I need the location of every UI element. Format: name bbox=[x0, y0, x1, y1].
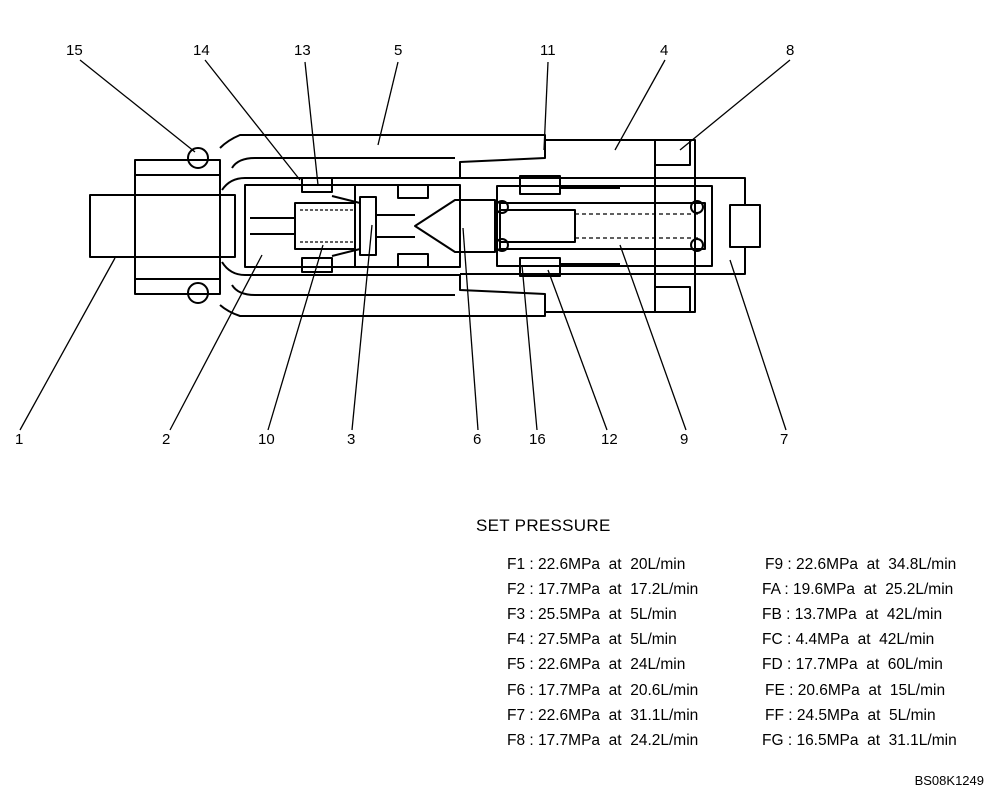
main-body bbox=[545, 139, 691, 166]
spring-housing bbox=[496, 185, 713, 267]
valve-body bbox=[89, 134, 761, 317]
poppet bbox=[414, 199, 496, 253]
pressure-row: FF : 24.5MPa at 5L/min bbox=[765, 707, 936, 724]
callout-5: 5 bbox=[394, 42, 402, 59]
callout-13: 13 bbox=[294, 42, 311, 59]
relief-valve-cross-section: 15 14 13 5 11 4 8 1 2 10 3 6 16 12 9 7 bbox=[15, 42, 794, 448]
outer-sleeve bbox=[219, 134, 546, 191]
pressure-row: FD : 17.7MPa at 60L/min bbox=[762, 656, 943, 673]
pressure-row: F4 : 27.5MPa at 5L/min bbox=[507, 631, 677, 648]
pressure-row: F5 : 22.6MPa at 24L/min bbox=[507, 656, 686, 673]
fitting-stem bbox=[89, 194, 236, 258]
callout-8: 8 bbox=[786, 42, 794, 59]
pressure-row: F2 : 17.7MPa at 17.2L/min bbox=[507, 581, 699, 598]
pressure-row: FG : 16.5MPa at 31.1L/min bbox=[762, 732, 957, 749]
pressure-row: F7 : 22.6MPa at 31.1L/min bbox=[507, 707, 699, 724]
callout-6: 6 bbox=[473, 431, 481, 448]
callout-labels: 15 14 13 5 11 4 8 1 2 10 3 6 16 12 9 7 bbox=[15, 42, 794, 448]
callout-9: 9 bbox=[680, 431, 688, 448]
pressure-row: F1 : 22.6MPa at 20L/min bbox=[507, 556, 686, 573]
callout-16: 16 bbox=[529, 431, 546, 448]
pressure-row: FA : 19.6MPa at 25.2L/min bbox=[762, 581, 954, 598]
pressure-row: F9 : 22.6MPa at 34.8L/min bbox=[765, 556, 957, 573]
callout-11: 11 bbox=[540, 42, 556, 59]
callout-10: 10 bbox=[258, 431, 275, 448]
pressure-row: FE : 20.6MPa at 15L/min bbox=[765, 682, 946, 699]
callout-4: 4 bbox=[660, 42, 668, 59]
pressure-row: F6 : 17.7MPa at 20.6L/min bbox=[507, 682, 699, 699]
pressure-row: FB : 13.7MPa at 42L/min bbox=[762, 606, 943, 623]
pressure-row: FC : 4.4MPa at 42L/min bbox=[762, 631, 935, 648]
callout-12: 12 bbox=[601, 431, 618, 448]
nut bbox=[654, 139, 696, 313]
o-ring-lower bbox=[187, 282, 209, 304]
leader-lines bbox=[19, 59, 791, 431]
callout-7: 7 bbox=[780, 431, 788, 448]
callout-1: 1 bbox=[15, 431, 23, 448]
set-pressure-title: SET PRESSURE bbox=[476, 516, 611, 535]
fitting-hex bbox=[134, 159, 221, 295]
callout-2: 2 bbox=[162, 431, 170, 448]
drawing-code: BS08K1249 bbox=[914, 773, 984, 788]
callout-3: 3 bbox=[347, 431, 355, 448]
callout-14: 14 bbox=[193, 42, 210, 59]
pressure-row: F8 : 17.7MPa at 24.2L/min bbox=[507, 732, 699, 749]
callout-15: 15 bbox=[66, 42, 83, 59]
pressure-row: F3 : 25.5MPa at 5L/min bbox=[507, 606, 677, 623]
o-ring-upper bbox=[187, 147, 209, 169]
